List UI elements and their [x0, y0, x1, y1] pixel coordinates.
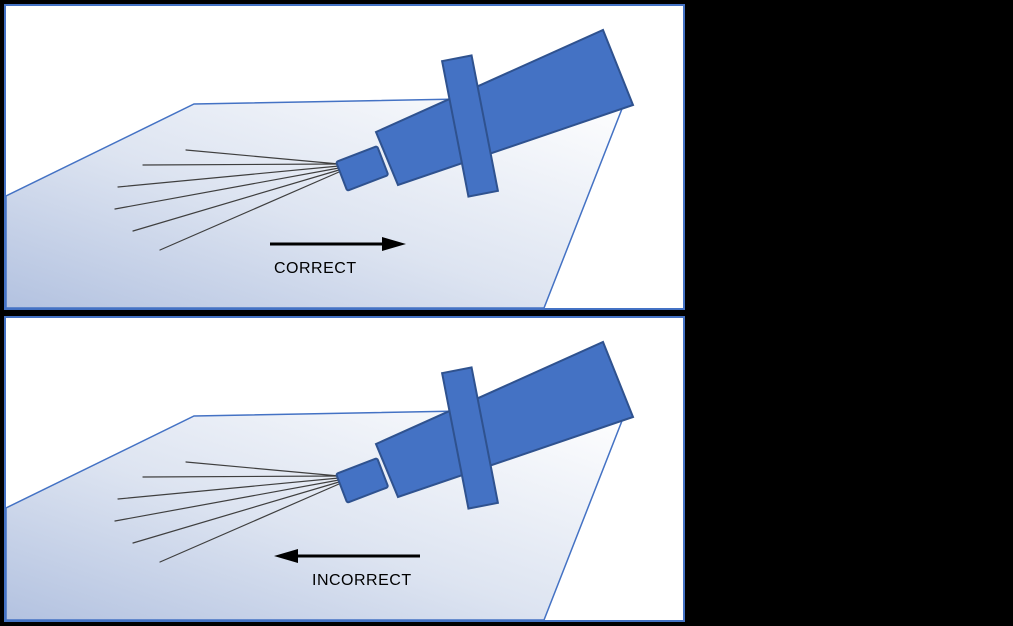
- arrow-left-icon: [274, 549, 420, 563]
- direction-label-correct: CORRECT: [274, 260, 357, 277]
- arrow-right-icon: [270, 237, 406, 251]
- panel-incorrect: INCORRECT: [4, 316, 685, 622]
- panel-correct: CORRECT: [4, 4, 685, 310]
- direction-label-incorrect: INCORRECT: [312, 572, 412, 589]
